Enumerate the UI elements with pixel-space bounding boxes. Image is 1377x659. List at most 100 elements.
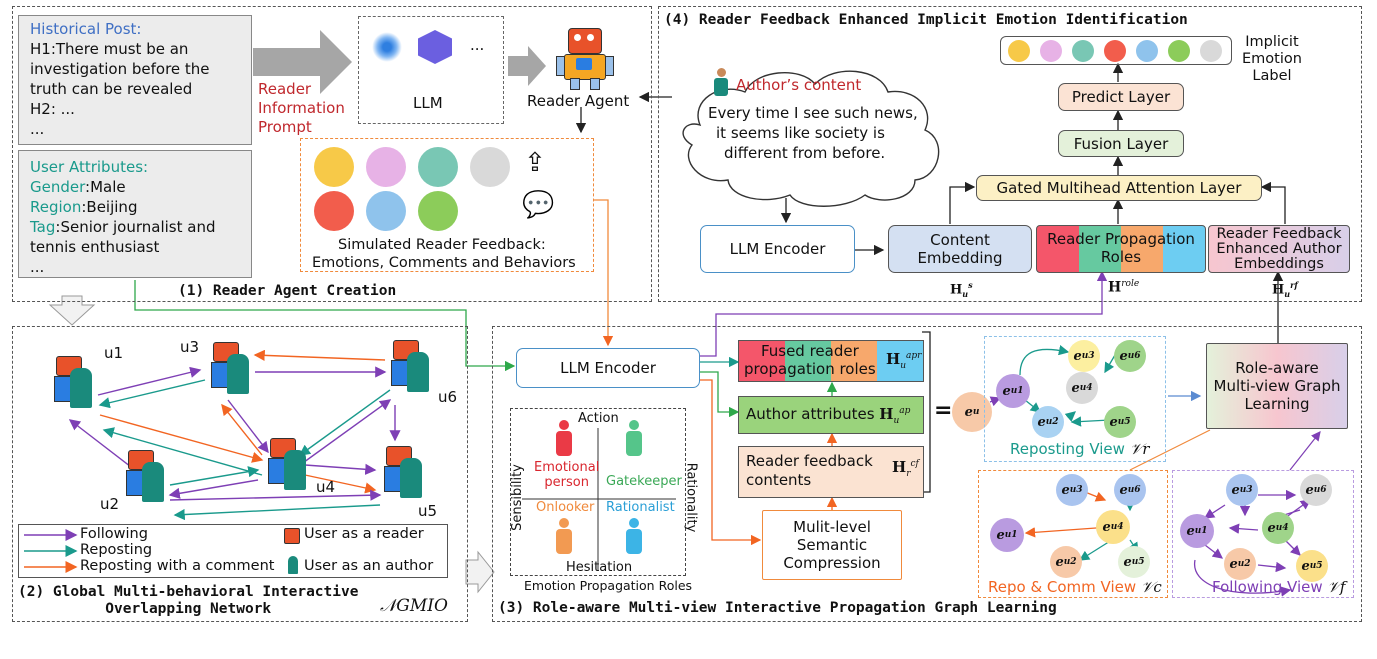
panel3-llm-encoder: LLM Encoder [516,348,700,388]
axis-action: Action [578,411,619,426]
emotion-roles-quadrant [510,408,686,576]
fused-roles-symbol: Huapr [886,350,922,371]
historical-post-line: H1:There must be an [30,40,189,58]
reader-feedback-symbol: Hrcf [892,458,919,479]
region-row: Region:Beijing [30,198,138,216]
reader-agent-label: Reader Agent [527,92,630,110]
neutral-emoji-icon [470,147,510,187]
prompt-arrow [253,30,352,94]
gated-attention-layer: Gated Multihead Attention Layer [976,175,1262,201]
fear-emoji-icon [418,147,458,187]
fusion-layer: Fusion Layer [1058,130,1184,157]
llm-box [358,16,504,124]
legend-reader: User as a reader [304,526,424,542]
tag-row: Tag:Senior journalist and [30,218,216,236]
comment-icon: 💬 [522,190,555,220]
user-label-u5: u5 [418,502,438,520]
content-embedding-symbol: Hus [950,280,973,299]
neutral-emoji-icon [1200,40,1222,62]
equals-sign: = [934,398,953,423]
user-u3-reader-author [205,342,255,406]
user-attributes-box [18,150,252,278]
role-onlooker: Onlooker [536,500,595,515]
panel4-title: (4) Reader Feedback Enhanced Implicit Em… [664,12,1188,28]
historical-post-box [18,15,252,145]
panel-reader-agent-creation [12,6,652,302]
gender-row: Gender:Male [30,178,126,196]
shy-emoji-icon [1040,40,1062,62]
tag-continuation: tennis enthusiast [30,238,160,256]
panel-implicit-emotion-identification [658,6,1362,302]
historical-post-line: investigation before the [30,60,210,78]
user-label-u6: u6 [438,388,458,406]
gatekeeper-icon [626,420,642,456]
panel3-title: (3) Role-aware Multi-view Interactive Pr… [498,600,1057,616]
panel-graph-learning [492,326,1362,622]
user-u1-reader-author [48,356,98,420]
user-u6-reader-author [385,340,435,404]
following-view-box [1172,470,1354,598]
legend-reposting: Reposting [80,542,153,558]
historical-post-line: ... [30,120,45,138]
legend-reposting-comment: Reposting with a comment [80,558,275,574]
user-label-u3: u3 [180,338,200,356]
user-label-u4: u4 [316,478,336,496]
predict-layer: Predict Layer [1058,83,1184,111]
simulated-feedback-box [300,138,594,272]
author-person-icon [288,556,298,574]
angry-emoji-icon [1104,40,1126,62]
user-u4-reader-author [262,438,312,502]
share-icon: ⇪ [524,148,546,178]
network-legend [18,524,448,578]
panel-global-network [12,326,468,622]
axis-sensibility: Sensibility [509,464,525,531]
happy-emoji-icon [1008,40,1030,62]
historical-post-line: H2: ... [30,100,75,118]
disgust-emoji-icon [418,191,458,231]
llm-to-agent-arrow [508,46,546,86]
author-content-line: different from before. [724,144,886,162]
reader-propagation-roles-box [1036,225,1206,273]
sad-emoji-icon [1136,40,1158,62]
repocomm-view-label: Repo & Comm View 𝒱c [988,578,1162,596]
onlooker-icon [556,518,572,554]
reader-feedback-contents-box [738,446,924,498]
emotional-person-icon [556,420,572,456]
following-view-label: Following View 𝒱f [1212,578,1346,596]
happy-emoji-icon [314,147,354,187]
emotion-label-bar [1000,36,1232,65]
roles-caption: Emotion Propagation Roles [524,578,693,593]
historical-post-line: truth can be revealed [30,80,193,98]
feedback-line1: Simulated Reader Feedback: [338,237,546,253]
fused-roles-box [738,340,924,382]
role-rationalist: Rationalist [606,500,675,515]
angry-emoji-icon [314,191,354,231]
enhanced-symbol: Hurf [1272,280,1298,299]
disgust-emoji-icon [1168,40,1190,62]
user-u2-reader-author [120,450,170,514]
user-u5-reader-author [378,446,428,510]
feedback-line2: Emotions, Comments and Behaviors [312,255,576,271]
llm-more: ... [470,36,485,54]
llm-label: LLM [413,94,443,112]
legend-author: User as an author [304,558,434,574]
author-content-cloud [682,70,940,207]
